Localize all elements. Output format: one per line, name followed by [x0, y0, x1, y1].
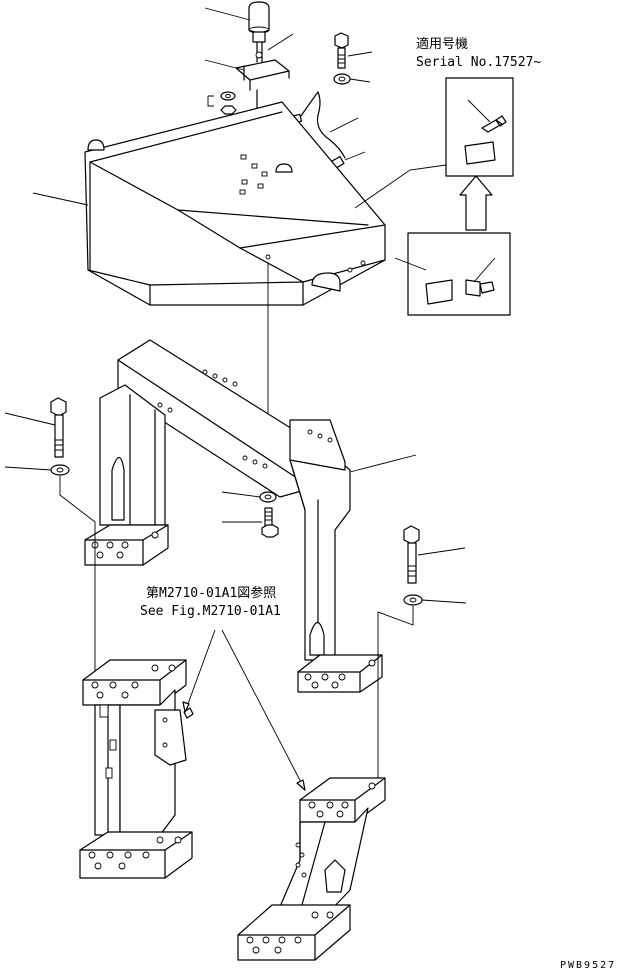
- detail-box-upper: [445, 77, 514, 177]
- leader-line-lamp: [204, 7, 251, 21]
- washer-mid: [259, 491, 277, 503]
- leader-line-harness: [329, 117, 359, 133]
- washer-top: [333, 73, 351, 85]
- see-figure-label-en: See Fig.M2710-01A1: [140, 604, 281, 619]
- leader-line-washer-left: [4, 466, 52, 471]
- alignment-line-left: [59, 476, 96, 680]
- lower-right-column: [237, 777, 386, 961]
- serial-applicability-label-jp: 適用号機: [416, 36, 468, 52]
- leader-line-washer-top: [349, 78, 371, 83]
- drawing-code: PWB9527: [560, 960, 616, 971]
- wire-harness: [300, 91, 346, 159]
- leader-line-detail-lower: [394, 257, 427, 271]
- reference-arrow-right: [221, 629, 306, 791]
- lower-left-column: [79, 659, 194, 879]
- bolt-top: [334, 32, 349, 69]
- leader-line-washer-mid: [221, 491, 261, 498]
- leader-line-bracket: [204, 59, 245, 71]
- leader-line-bolt-left: [4, 412, 56, 426]
- leader-line-upper-frame: [349, 454, 417, 473]
- detail-box-lower: [407, 232, 511, 316]
- see-figure-label-jp: 第M2710-01A1図参照: [146, 585, 276, 601]
- leader-line-cover: [32, 192, 89, 206]
- leader-line-lamp-nut: [267, 33, 294, 51]
- lamp-bracket: [235, 59, 290, 91]
- leader-line-detail-upper: [354, 164, 447, 209]
- detail-arrow: [459, 175, 493, 231]
- leader-line-bolt-top: [347, 51, 373, 57]
- leader-line-washer: [207, 95, 214, 107]
- beacon-lamp: [248, 1, 270, 63]
- cover-assembly: [84, 101, 386, 306]
- leader-line-bolt-right: [417, 547, 466, 556]
- reference-arrow-left: [182, 629, 216, 713]
- washer-right: [403, 594, 423, 606]
- bolt-right: [403, 525, 420, 584]
- leader-line-washer-right: [421, 599, 467, 604]
- upper-frame: [84, 339, 383, 693]
- serial-applicability-label-en: Serial No.17527~: [416, 55, 541, 70]
- bolt-mid: [261, 507, 279, 538]
- washer-nut-left: [220, 91, 237, 115]
- washer-left: [50, 464, 70, 476]
- leader-line-plug: [344, 151, 366, 161]
- alignment-line-right: [377, 606, 414, 790]
- bolt-left: [50, 397, 67, 458]
